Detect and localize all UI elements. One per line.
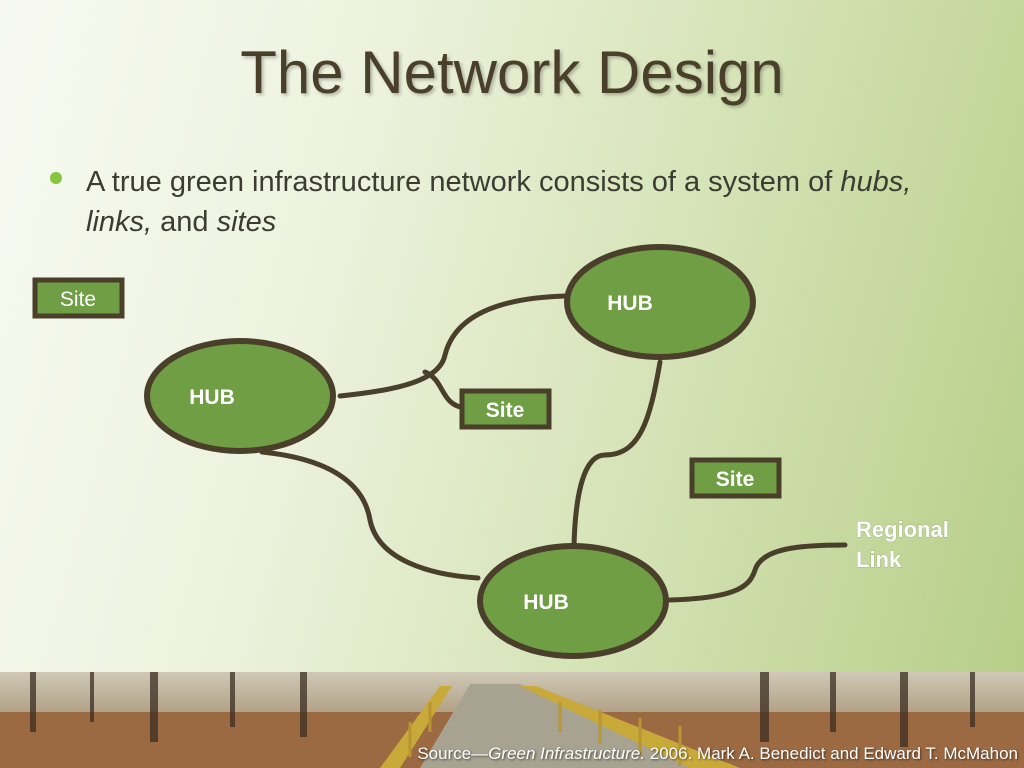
bullet-dot-icon <box>50 172 62 184</box>
site-node-middle: Site <box>459 388 552 430</box>
hub-label: HUB <box>607 292 653 315</box>
bullet-prefix: A true green infrastructure network cons… <box>86 166 841 198</box>
hub-node-bottom: HUB <box>477 543 669 659</box>
svg-text:Regional: Regional <box>856 517 949 542</box>
link-hub-top-to-hub-bottom <box>571 359 663 548</box>
hub-node-top: HUB <box>564 244 756 360</box>
term-sites: sites <box>216 206 277 238</box>
hub-node-left: HUB <box>144 338 336 454</box>
network-diagram: HUB HUB HUB Site Site Site Regional Link <box>32 244 950 659</box>
svg-text:Link: Link <box>856 547 902 572</box>
regional-link-line <box>667 542 848 603</box>
source-book-title: Green Infrastructure. <box>488 744 646 763</box>
source-citation: Source—Green Infrastructure. 2006. Mark … <box>417 744 1018 763</box>
link-branch-to-site-middle <box>422 369 468 411</box>
boardwalk-photo: Source—Green Infrastructure. 2006. Mark … <box>0 672 1024 768</box>
link-hub-left-to-hub-bottom <box>259 449 481 581</box>
link-hub-left-to-hub-top <box>337 293 568 399</box>
site-label: Site <box>716 468 755 491</box>
boardwalk-image <box>0 672 1024 768</box>
bullet-conj: and <box>160 206 209 238</box>
site-label: Site <box>486 399 525 422</box>
hub-label: HUB <box>189 386 235 409</box>
slide-title: The Network Design <box>240 39 784 106</box>
term-links: links, <box>86 206 153 238</box>
site-label: Site <box>60 288 96 311</box>
hub-label: HUB <box>523 591 569 614</box>
bullet-text: A true green infrastructure network cons… <box>86 162 946 242</box>
regional-link-label: Regional Link <box>856 517 950 573</box>
site-node-right: Site <box>689 457 782 499</box>
site-node-topleft: Site <box>32 277 125 319</box>
term-hubs: hubs, <box>840 166 912 198</box>
